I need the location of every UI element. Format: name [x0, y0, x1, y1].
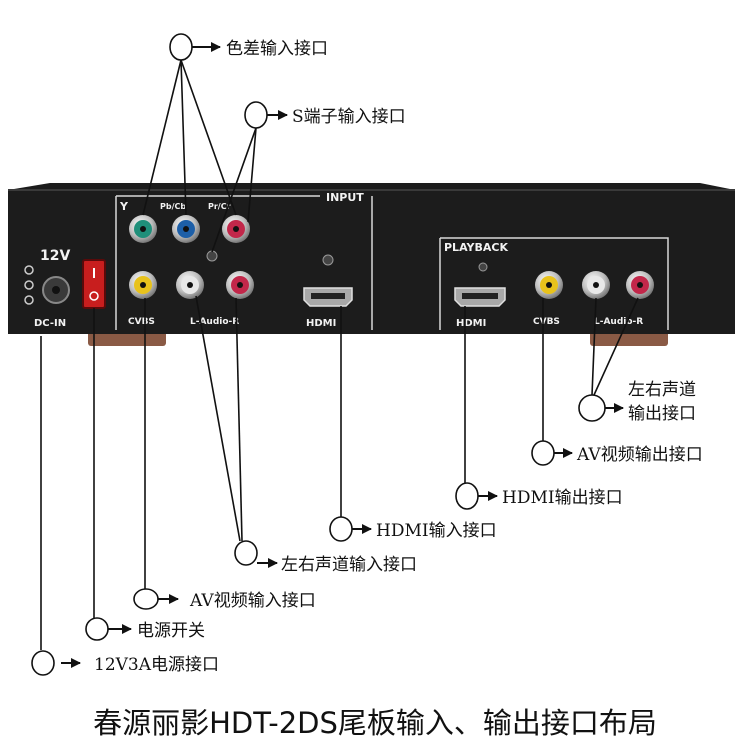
callout-labels: 色差输入接口 S端子输入接口 左右声道 输出接口 AV视频输出接口 HDMI输出… — [94, 39, 703, 675]
playback-heading: PLAYBACK — [444, 241, 508, 254]
label-audio-out-line2: 输出接口 — [628, 404, 696, 424]
diagram-caption: 春源丽影HDT-2DS尾板输入、输出接口布局 — [93, 706, 657, 740]
pb-label: Pb/Cb — [160, 202, 186, 211]
power-switch[interactable] — [82, 259, 106, 309]
cvbs-out-jack[interactable] — [535, 271, 563, 299]
dc-voltage-label: 12V — [40, 248, 70, 264]
callout-circle-power-switch — [85, 617, 109, 641]
component-y-jack[interactable] — [129, 215, 157, 243]
leader-lines — [40, 59, 639, 650]
cvbs-in-label: CVBS — [128, 317, 155, 327]
callout-circle-audio-in — [234, 540, 258, 566]
hdmi-out-port[interactable] — [454, 287, 506, 307]
callout-circle-power-jack — [31, 650, 55, 676]
callout-circle-component — [169, 33, 193, 61]
hdmi-in-port[interactable] — [303, 287, 353, 307]
hdmi-out-label: HDMI — [456, 318, 486, 329]
component-pr-jack[interactable] — [222, 215, 250, 243]
hdmi-in-label: HDMI — [306, 318, 336, 329]
callout-circle-hdmi-in — [329, 516, 353, 542]
label-av-out: AV视频输出接口 — [576, 445, 703, 465]
cvbs-in-jack[interactable] — [129, 271, 157, 299]
callout-circle-av-in — [133, 588, 159, 610]
audio-out-label: L-Audio-R — [594, 317, 643, 327]
audio-out-right-jack[interactable] — [626, 271, 654, 299]
audio-in-left-jack[interactable] — [176, 271, 204, 299]
input-heading: INPUT — [326, 191, 364, 204]
label-hdmi-out: HDMI输出接口 — [502, 488, 623, 508]
dc-in-label: DC-IN — [34, 318, 66, 329]
device-rear-panel: 12V DC-IN INPUT Y Pb/Cb Pr/Cr — [8, 183, 735, 346]
label-component-in: 色差输入接口 — [226, 39, 328, 59]
label-audio-out-line1: 左右声道 — [628, 380, 696, 400]
callout-markers — [31, 33, 606, 676]
s-video-small-jack[interactable] — [206, 250, 218, 262]
callout-circle-s-video — [244, 101, 268, 129]
label-audio-in: 左右声道输入接口 — [281, 555, 417, 575]
label-av-in: AV视频输入接口 — [189, 591, 316, 611]
label-s-video-in: S端子输入接口 — [292, 107, 406, 127]
polarity-icon — [24, 265, 34, 275]
callout-arrows — [61, 42, 624, 668]
y-label: Y — [119, 200, 129, 213]
label-hdmi-in: HDMI输入接口 — [376, 521, 497, 541]
label-power-switch: 电源开关 — [137, 621, 205, 641]
audio-in-label: L-Audio-R — [190, 317, 239, 327]
callout-circle-hdmi-out — [455, 482, 479, 510]
component-pb-jack[interactable] — [172, 215, 200, 243]
callout-circle-av-out — [531, 440, 555, 466]
callout-circle-audio-out — [578, 394, 606, 422]
pr-label: Pr/Cr — [208, 202, 231, 211]
audio-in-right-jack[interactable] — [226, 271, 254, 299]
label-power-jack: 12V3A电源接口 — [94, 655, 219, 675]
cvbs-out-label: CVBS — [533, 317, 560, 327]
audio-out-left-jack[interactable] — [582, 271, 610, 299]
